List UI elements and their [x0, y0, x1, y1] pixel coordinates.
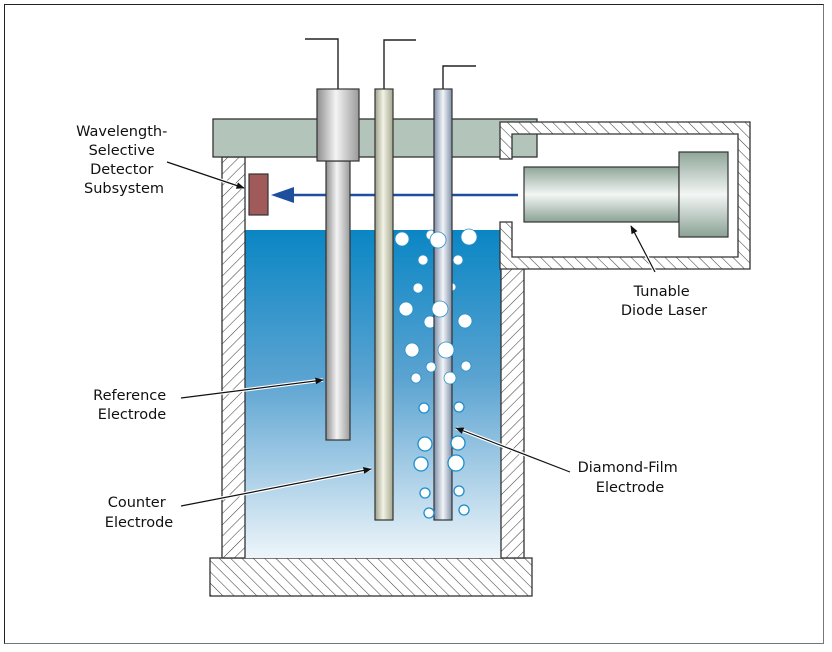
- counter-electrode: [374, 39, 416, 521]
- bubble: [447, 454, 465, 472]
- bubble: [417, 436, 433, 452]
- detector-label: Wavelength- Selective Detector Subsystem: [76, 124, 172, 197]
- bubble: [431, 300, 449, 318]
- bubble: [458, 504, 470, 516]
- bubble: [410, 372, 422, 384]
- reference-leader: [180, 377, 324, 400]
- laser-head: [678, 151, 729, 238]
- counter-wire: [383, 39, 416, 89]
- bubble: [443, 371, 457, 385]
- bubble: [453, 401, 465, 413]
- bubble: [457, 313, 473, 329]
- bubble: [460, 228, 478, 246]
- bubble: [419, 487, 431, 499]
- bubble: [437, 341, 455, 359]
- bubble: [418, 402, 430, 414]
- bubble: [417, 254, 429, 266]
- reference-electrode-head: [316, 88, 360, 162]
- detector-block: [248, 173, 269, 216]
- beam-arrowhead: [271, 187, 294, 203]
- gas-bubbles-front: [394, 228, 478, 519]
- reference-label: Reference Electrode: [93, 388, 171, 423]
- bubble: [404, 342, 420, 358]
- laser-label: Tunable Diode Laser: [621, 284, 707, 319]
- reference-wire: [305, 38, 339, 89]
- bubble: [423, 507, 435, 519]
- bubble: [412, 282, 424, 294]
- bubble: [429, 231, 447, 249]
- laser-housing: [499, 121, 751, 270]
- reference-electrode: [305, 38, 360, 441]
- bubble: [425, 361, 437, 373]
- laser-body: [523, 166, 680, 223]
- electrolyte-liquid: [245, 230, 501, 558]
- bubble: [394, 231, 410, 247]
- laser-leader: [629, 225, 657, 273]
- tank-right-wall: [500, 267, 525, 559]
- counter-label: Counter Electrode: [105, 495, 173, 531]
- diamond-label: Diamond-Film Electrode: [578, 460, 683, 496]
- diamond-wire: [442, 65, 476, 89]
- bubble: [460, 360, 472, 372]
- bubble: [453, 485, 465, 497]
- counter-leader: [180, 467, 372, 508]
- tank-base: [209, 557, 533, 597]
- bubble: [413, 456, 429, 472]
- diamond-leader: [455, 426, 571, 474]
- bubble: [398, 301, 414, 317]
- bubble: [452, 254, 464, 266]
- figure-frame: [4, 4, 824, 644]
- leader-lines: [166, 160, 657, 508]
- detector-leader: [166, 160, 245, 190]
- bubble: [450, 435, 466, 451]
